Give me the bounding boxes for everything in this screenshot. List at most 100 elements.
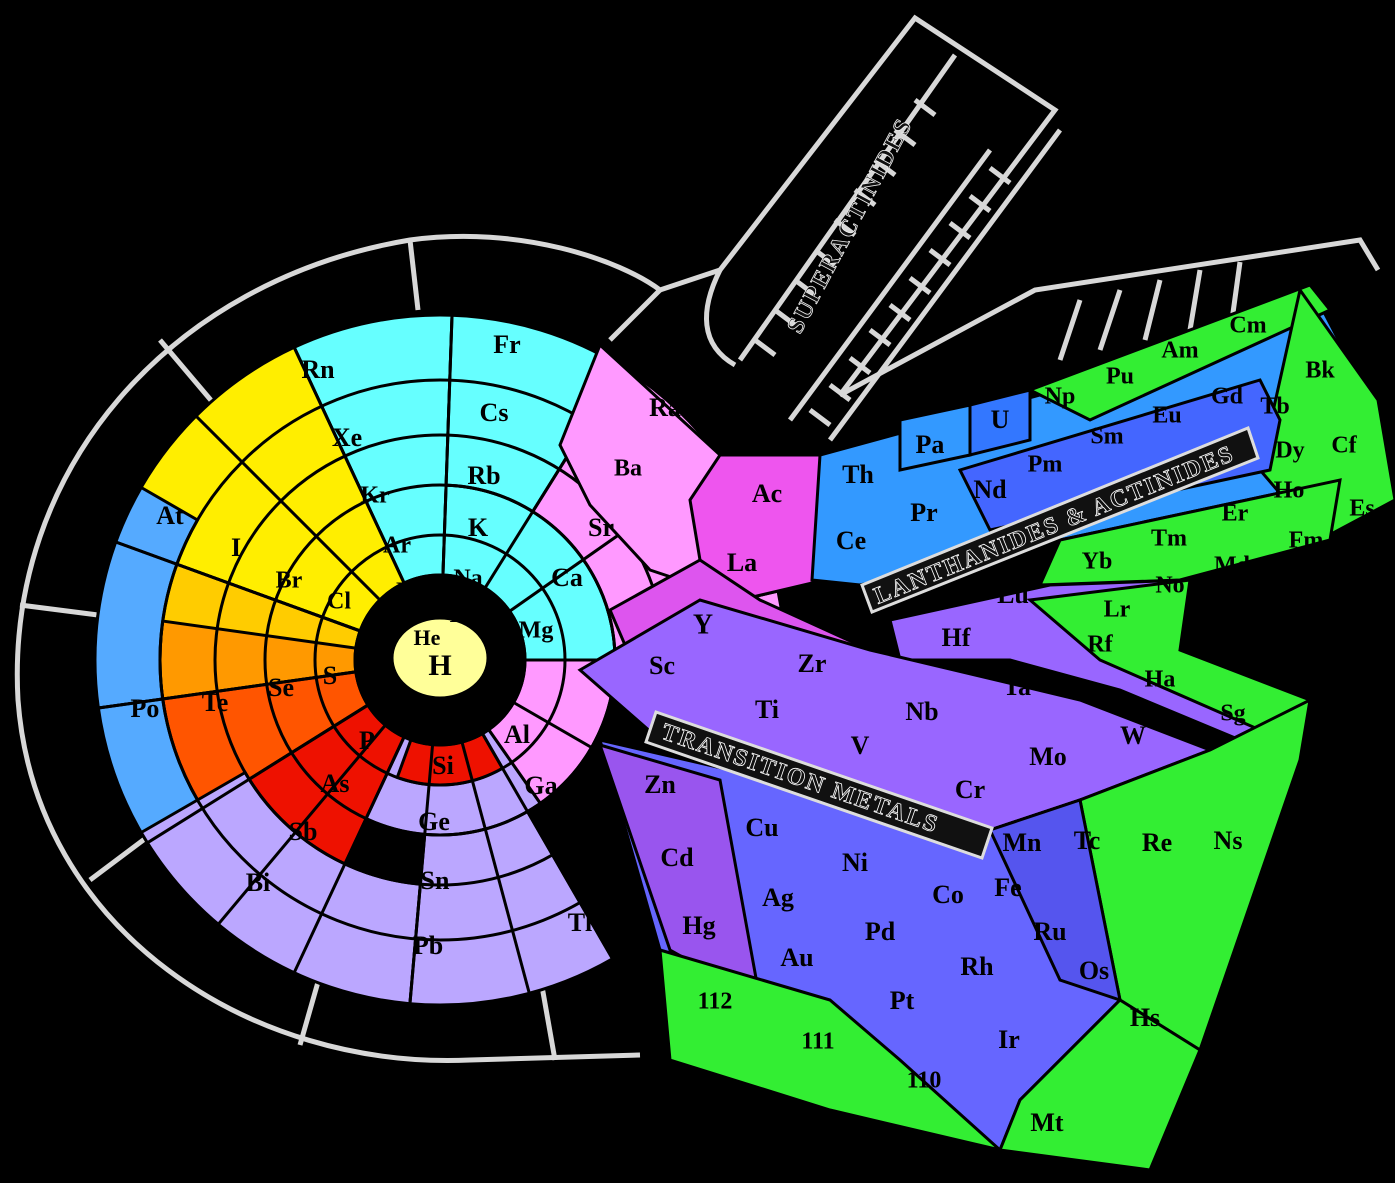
element-symbol-ni: Ni — [842, 848, 868, 877]
element-symbol-mo: Mo — [1029, 742, 1067, 771]
element-symbol-zn: Zn — [644, 770, 676, 799]
element-symbol-cd: Cd — [660, 843, 694, 872]
element-symbol-nd: Nd — [973, 475, 1007, 504]
element-symbol-es: Es — [1349, 496, 1374, 522]
element-symbol-fe: Fe — [994, 873, 1021, 902]
element-symbol-os: Os — [1079, 956, 1109, 985]
element-symbol-cl: Cl — [327, 589, 351, 615]
element-symbol-cr: Cr — [955, 775, 985, 804]
element-symbol-mg: Mg — [519, 618, 554, 644]
element-symbol-gd: Gd — [1211, 384, 1244, 410]
element-symbol-b: B — [477, 685, 494, 714]
element-symbol-i: I — [231, 533, 241, 562]
element-symbol-tl: Tl — [568, 908, 593, 937]
element-symbol-h: H — [428, 649, 451, 682]
element-symbol-ag: Ag — [762, 883, 794, 912]
element-symbol-tb: Tb — [1260, 394, 1289, 420]
element-symbol-be: Be — [488, 635, 513, 660]
element-symbol-xe: Xe — [332, 423, 362, 452]
element-symbol-ca: Ca — [551, 563, 583, 592]
element-symbol-th: Th — [842, 460, 874, 489]
element-symbol-md: Md — [1214, 553, 1251, 579]
element-symbol-ns: Ns — [1214, 826, 1243, 855]
element-symbol-ge: Ge — [418, 807, 450, 836]
element-symbol-110: 110 — [907, 1068, 942, 1094]
element-symbol-pm: Pm — [1028, 452, 1063, 478]
element-symbol-lu: Lu — [997, 580, 1029, 609]
element-symbol-ne: Ne — [396, 579, 424, 605]
element-symbol-ac: Ac — [752, 479, 782, 508]
element-symbol-pt: Pt — [890, 986, 915, 1015]
element-symbol-fm: Fm — [1289, 528, 1324, 554]
element-symbol-rh: Rh — [960, 952, 994, 981]
element-symbol-tc: Tc — [1074, 826, 1101, 855]
element-symbol-ba: Ba — [614, 456, 642, 482]
element-symbol-v: V — [851, 731, 870, 760]
element-symbol-p: P — [359, 726, 375, 755]
element-symbol-hf: Hf — [942, 623, 971, 652]
element-symbol-ti: Ti — [755, 695, 779, 724]
element-symbol-he: He — [414, 625, 441, 650]
element-symbol-na: Na — [453, 566, 482, 592]
element-symbol-ra: Ra — [649, 393, 681, 422]
element-symbol-rb: Rb — [467, 461, 500, 490]
element-symbol-la: La — [727, 548, 757, 577]
element-symbol-am: Am — [1161, 338, 1198, 364]
element-symbol-sr: Sr — [588, 513, 614, 542]
element-symbol-as: As — [321, 769, 350, 798]
element-symbol-tm: Tm — [1151, 526, 1187, 552]
element-symbol-si: Si — [432, 751, 454, 780]
element-symbol-pr: Pr — [910, 498, 937, 527]
element-symbol-pb: Pb — [413, 931, 443, 960]
element-symbol-li: Li — [450, 602, 471, 627]
element-cells — [95, 285, 1395, 1170]
element-symbol-kr: Kr — [360, 483, 390, 509]
element-symbol-se: Se — [268, 673, 294, 702]
element-symbol-lr: Lr — [1104, 597, 1131, 623]
element-symbol-yb: Yb — [1082, 549, 1113, 575]
element-symbol-at: At — [156, 501, 184, 530]
element-symbol-u: U — [991, 405, 1010, 434]
element-symbol-fr: Fr — [493, 330, 520, 359]
element-symbol-po: Po — [131, 694, 160, 723]
element-symbol-zr: Zr — [798, 649, 827, 678]
element-symbol-np: Np — [1045, 384, 1076, 410]
element-symbol-ho: Ho — [1274, 478, 1305, 504]
element-symbol-y: Y — [693, 609, 713, 640]
element-symbol-hg: Hg — [682, 911, 715, 940]
element-symbol-cu: Cu — [745, 813, 778, 842]
element-symbol-no: No — [1155, 573, 1184, 599]
element-symbol-112: 112 — [698, 989, 733, 1015]
element-symbol-ha: Ha — [1145, 667, 1176, 693]
element-symbol-in: In — [554, 835, 579, 864]
element-symbol-al: Al — [504, 720, 530, 749]
element-symbol-au: Au — [780, 943, 813, 972]
element-symbol-rf: Rf — [1087, 632, 1113, 658]
element-symbol-cm: Cm — [1229, 313, 1266, 339]
element-symbol-br: Br — [276, 568, 303, 594]
element-symbol-w: W — [1120, 721, 1146, 750]
element-symbol-bk: Bk — [1305, 358, 1335, 384]
element-symbol-ir: Ir — [998, 1025, 1020, 1054]
element-symbol-re: Re — [1142, 828, 1172, 857]
element-symbol-pu: Pu — [1106, 364, 1134, 390]
element-symbol-c: C — [435, 699, 454, 728]
superactinides-label: SUPERACTINIDES — [782, 114, 918, 338]
element-symbol-er: Er — [1222, 501, 1249, 527]
element-symbol-k: K — [468, 513, 489, 542]
element-symbol-bi: Bi — [246, 868, 271, 897]
element-symbol-sn: Sn — [421, 866, 450, 895]
element-symbol-o: O — [366, 651, 386, 680]
element-symbol-ar: Ar — [383, 533, 411, 559]
element-symbol-ga: Ga — [524, 771, 557, 800]
element-symbol-111: 111 — [801, 1029, 834, 1055]
element-symbol-pd: Pd — [865, 917, 896, 946]
element-symbol-co: Co — [932, 880, 964, 909]
element-symbol-mn: Mn — [1003, 828, 1043, 857]
element-symbol-n: N — [393, 687, 412, 716]
element-symbol-sg: Sg — [1220, 701, 1245, 727]
element-symbol-sm: Sm — [1090, 424, 1123, 450]
element-symbol-s: S — [323, 661, 337, 690]
